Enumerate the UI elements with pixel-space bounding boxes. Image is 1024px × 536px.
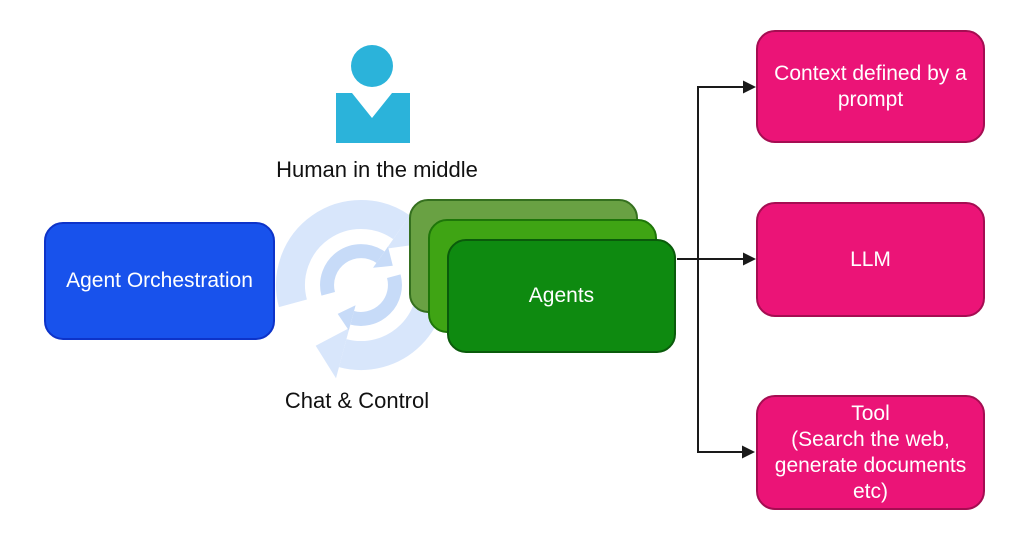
context-prompt-node: Context defined by a prompt	[756, 30, 985, 143]
llm-label: LLM	[850, 247, 891, 271]
chat-control-caption: Chat & Control	[284, 388, 430, 413]
connector-agents-context	[697, 86, 743, 259]
agents-node: Agents	[447, 239, 676, 353]
arrowhead-context-icon	[743, 80, 756, 94]
agent-orchestration-node: Agent Orchestration	[44, 222, 275, 340]
agents-label: Agents	[528, 284, 595, 307]
agent-orchestration-label: Agent Orchestration	[66, 269, 253, 292]
person-icon	[336, 45, 410, 143]
context-prompt-label: Context defined by a prompt	[774, 61, 967, 111]
human-caption: Human in the middle	[276, 157, 478, 182]
connector-agents-tool	[697, 259, 742, 453]
agents-stack: Agents	[409, 199, 679, 355]
arrowhead-tool-icon	[742, 445, 755, 459]
arrowhead-llm-icon	[743, 252, 756, 266]
llm-node: LLM	[756, 202, 985, 317]
tool-label: Tool (Search the web, generate documents…	[774, 401, 967, 503]
tool-node: Tool (Search the web, generate documents…	[756, 395, 985, 510]
sync-cycle-icon	[276, 200, 446, 379]
